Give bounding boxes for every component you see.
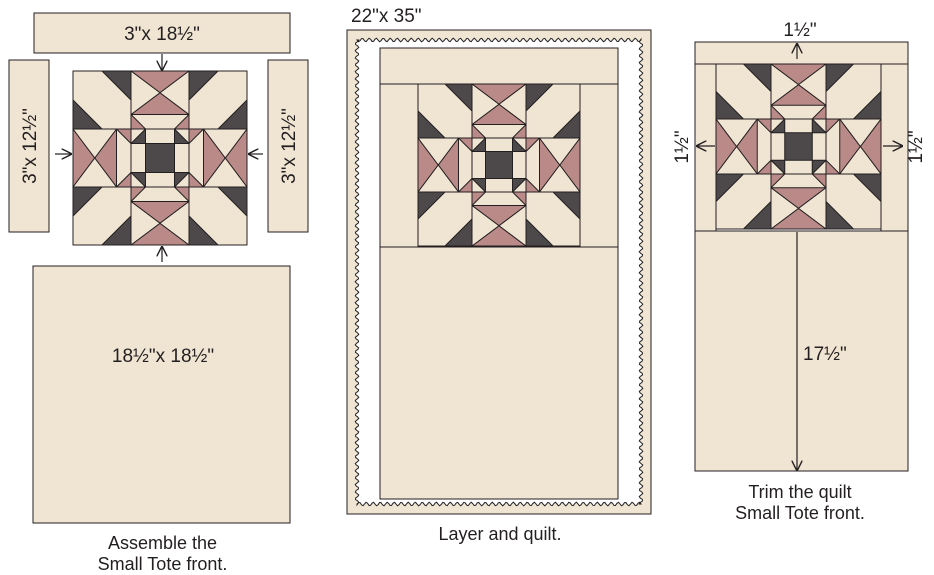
caption-trim-line1: Trim the quilt — [748, 482, 852, 502]
trim-top-dim: 1½" — [783, 20, 816, 41]
quilt-block-1 — [72, 70, 248, 246]
right-strip — [267, 59, 309, 233]
inner-triangle — [174, 128, 190, 144]
trim-top-border — [694, 41, 909, 65]
caption-assemble: Assemble the Small Tote front. — [70, 533, 255, 575]
inner-triangle — [512, 178, 527, 193]
backing-size-label: 22"x 35" — [351, 6, 422, 27]
trim-left-dim: 1½" — [672, 130, 693, 163]
inner-triangle — [811, 159, 827, 175]
right-border — [579, 83, 619, 248]
bottom-panel-2 — [379, 246, 619, 500]
panel-assemble: 3"x 18½" 3"x 12½" 3"x 12½" 18½"x 18½" — [8, 12, 309, 524]
center-square — [145, 143, 175, 173]
center-square — [485, 151, 513, 179]
inner-triangle — [471, 178, 486, 193]
inner-triangle — [770, 118, 786, 134]
inner-triangle — [512, 137, 527, 152]
top-border — [379, 47, 619, 85]
trim-bottom-panel — [694, 230, 909, 472]
inner-triangle — [130, 128, 146, 144]
left-strip — [8, 59, 50, 233]
trim-left-border — [694, 63, 717, 232]
quilt-block-3 — [715, 63, 882, 230]
bottom-panel-label: 18½"x 18½" — [112, 346, 214, 367]
top-strip — [33, 12, 291, 54]
left-border — [379, 83, 419, 248]
caption-assemble-line2: Small Tote front. — [97, 554, 228, 574]
caption-trim: Trim the quilt Small Tote front. — [705, 482, 895, 524]
panel-layer: 22"x 35" — [346, 6, 652, 515]
trim-right-border — [880, 63, 909, 232]
right-strip-label: 3"x 12½" — [279, 108, 300, 184]
caption-layer: Layer and quilt. — [405, 524, 595, 545]
center-square — [784, 132, 813, 161]
panel-trim: 1½" 1½" 1½" 17½" — [672, 20, 927, 472]
inner-triangle — [130, 172, 146, 188]
bottom-panel — [32, 265, 291, 524]
caption-trim-line2: Small Tote front. — [735, 503, 865, 523]
trim-right-dim: 1½" — [906, 130, 927, 163]
caption-layer-line1: Layer and quilt. — [438, 524, 562, 544]
quilt-block-2 — [417, 83, 581, 247]
inner-triangle — [174, 172, 190, 188]
inner-triangle — [471, 137, 486, 152]
inner-triangle — [811, 118, 827, 134]
inner-triangle — [770, 159, 786, 175]
trim-height-dim: 17½" — [803, 344, 847, 365]
top-strip-label: 3"x 18½" — [124, 24, 200, 45]
left-strip-label: 3"x 12½" — [20, 108, 41, 184]
caption-assemble-line1: Assemble the — [107, 533, 218, 553]
